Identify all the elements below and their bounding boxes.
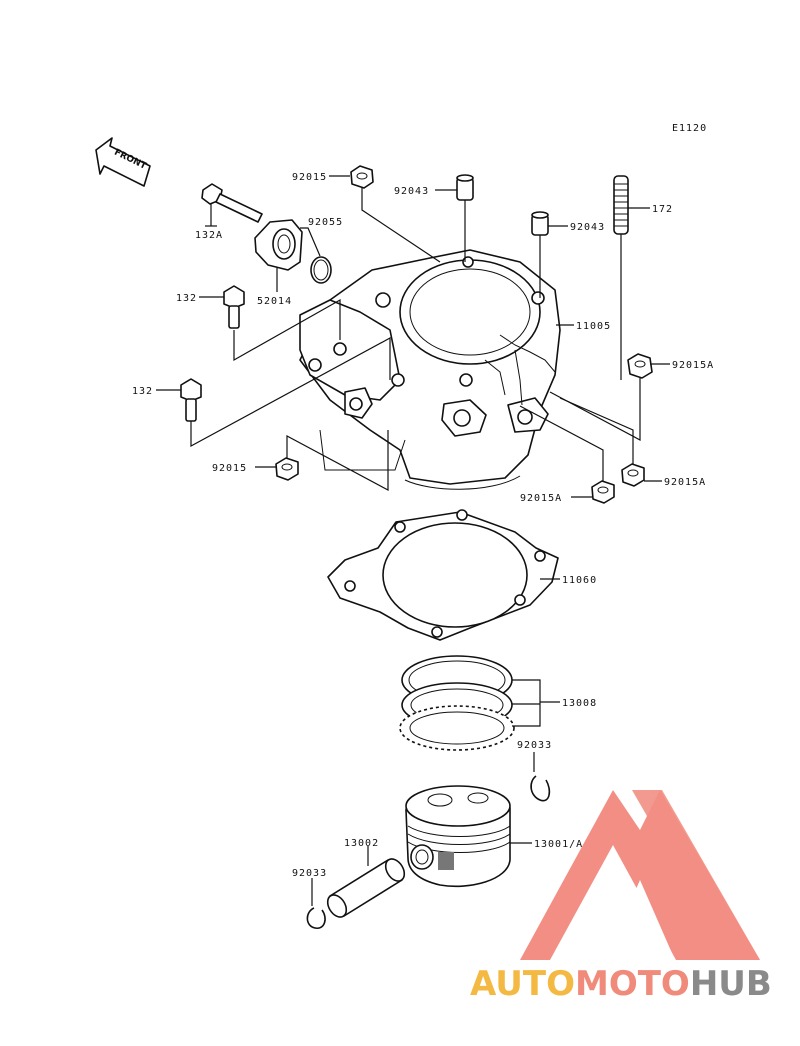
circlip-92033-b (306, 907, 326, 929)
stud-bolt-172 (613, 175, 629, 235)
label-13002: 13002 (344, 838, 379, 849)
bolt-132-lower (180, 378, 202, 422)
label-92033-a: 92033 (517, 740, 552, 751)
nut-92015A-mid (591, 480, 615, 504)
cylinder-11005 (299, 249, 561, 490)
label-92043-b: 92043 (570, 222, 605, 233)
dowel-pin-92043-a (456, 174, 474, 201)
piston-13001A (405, 785, 511, 888)
label-92015A-low: 92015A (664, 477, 706, 488)
label-13001A: 13001/A (534, 839, 583, 850)
label-92033-b: 92033 (292, 868, 327, 879)
label-13008: 13008 (562, 698, 597, 709)
label-172: 172 (652, 204, 673, 215)
watermark-moto: MOTO (575, 964, 690, 1004)
diagram-code: E1120 (672, 123, 707, 134)
dowel-pin-92043-b (531, 211, 549, 236)
label-92015A-mid: 92015A (520, 493, 562, 504)
bolt-132-upper (223, 285, 245, 329)
o-ring-92055 (310, 256, 332, 284)
label-132-upper: 132 (176, 293, 197, 304)
label-92015A-right: 92015A (672, 360, 714, 371)
label-92043-a: 92043 (394, 186, 429, 197)
bolt-132A (201, 183, 263, 223)
label-52014: 52014 (257, 296, 292, 307)
circlip-92033-a (530, 775, 551, 802)
label-92055: 92055 (308, 217, 343, 228)
label-11005: 11005 (576, 321, 611, 332)
label-132A: 132A (195, 230, 223, 241)
piston-rings-13008 (399, 655, 515, 751)
label-132-lower: 132 (132, 386, 153, 397)
fitting-52014 (254, 219, 303, 271)
leader-lines (156, 175, 670, 906)
front-arrow-icon: FRONT (95, 137, 151, 187)
label-92015-bottom: 92015 (212, 463, 247, 474)
watermark-logo-icon (520, 790, 760, 960)
nut-92015-bottom (275, 457, 299, 481)
gasket-11060 (327, 509, 559, 641)
watermark-auto: AUTO (470, 964, 575, 1004)
label-92015-top: 92015 (292, 172, 327, 183)
nut-92015-top (350, 165, 374, 189)
label-11060: 11060 (562, 575, 597, 586)
watermark-hub: HUB (690, 964, 772, 1004)
watermark-brand: AUTOMOTOHUB (470, 964, 772, 1004)
nut-92015A-right (627, 353, 653, 379)
piston-pin-13002 (326, 858, 406, 918)
nut-92015A-low (621, 463, 645, 487)
